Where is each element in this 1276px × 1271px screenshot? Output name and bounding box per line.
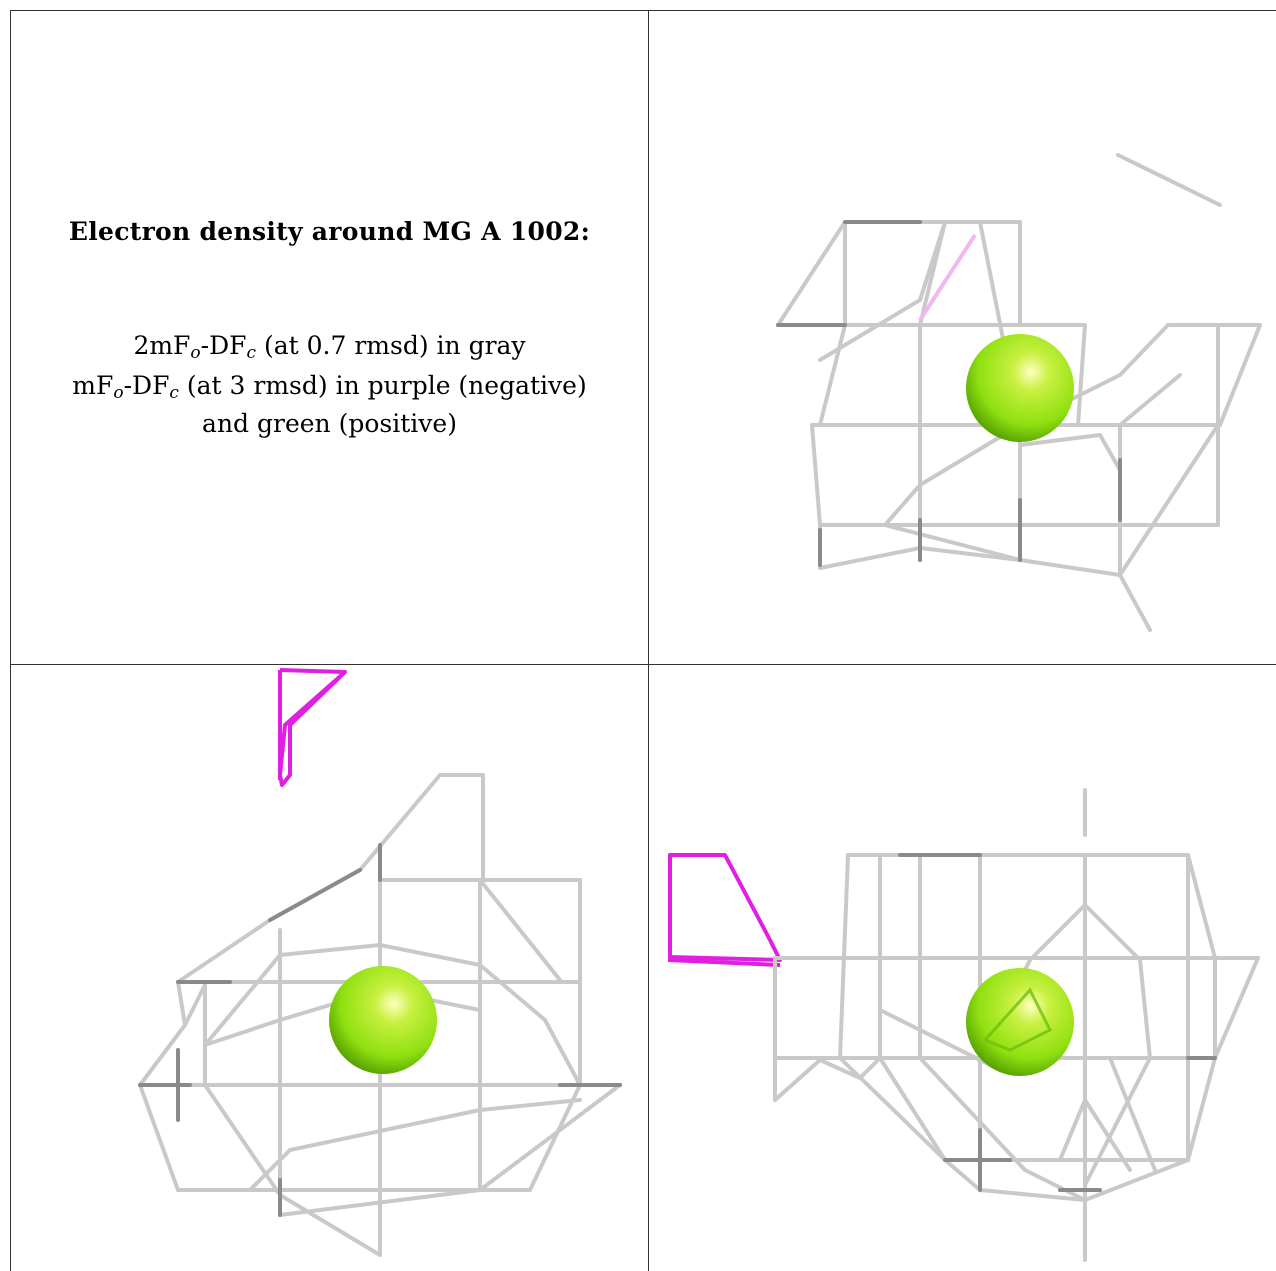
mg-atom-sphere xyxy=(329,966,437,1074)
grid-line-center xyxy=(648,10,649,1271)
grid-line-middle xyxy=(10,664,1276,665)
legend-fofc-line: mFo-DFc (at 3 rmsd) in purple (negative) xyxy=(11,371,648,403)
negative-density-faint xyxy=(918,233,977,322)
grid-line-left xyxy=(10,10,11,1271)
density-view-top-right xyxy=(776,153,1262,632)
mg-atom-sphere xyxy=(966,968,1074,1076)
term-b: -DF xyxy=(123,371,170,400)
sub-c: c xyxy=(169,383,179,403)
negative-density-mesh xyxy=(278,668,347,787)
sub-o: o xyxy=(113,383,124,403)
grid-line-top xyxy=(10,10,1276,11)
positive-density-over-atom xyxy=(982,987,1053,1052)
term-b: -DF xyxy=(200,331,247,360)
term-a: 2mF xyxy=(133,331,191,360)
density-mesh-dark-edges xyxy=(776,220,1122,567)
mg-atom-sphere xyxy=(966,334,1074,442)
legend-title: Electron density around MG A 1002: xyxy=(68,217,591,246)
density-view-bottom-right xyxy=(667,788,1260,1262)
density-view-bottom-left xyxy=(138,668,622,1257)
term-rest: (at 3 rmsd) in purple (negative) xyxy=(178,371,587,400)
sub-c: c xyxy=(246,343,257,363)
negative-density-mesh xyxy=(667,853,782,967)
term-a: mF xyxy=(72,371,114,400)
density-mesh-dark-edges xyxy=(138,843,622,1217)
legend-panel: Electron density around MG A 1002: 2mFo-… xyxy=(11,11,648,664)
term-rest: (at 0.7 rmsd) in gray xyxy=(256,331,526,360)
legend-positive-line: and green (positive) xyxy=(202,409,457,438)
legend-2fofc-line: 2mFo-DFc (at 0.7 rmsd) in gray xyxy=(11,331,648,363)
density-mesh-dark-edges xyxy=(898,853,1217,1192)
sub-o: o xyxy=(190,343,201,363)
